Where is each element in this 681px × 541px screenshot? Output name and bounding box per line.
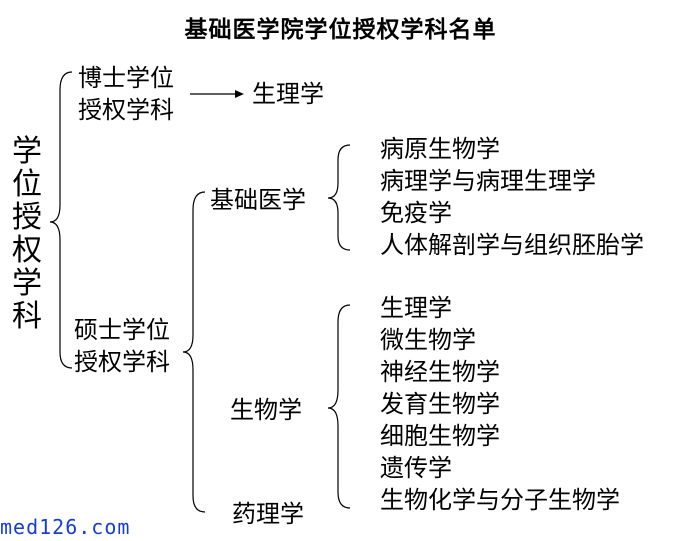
basic-medicine-subjects: 病原生物学 病理学与病理生理学 免疫学 人体解剖学与组织胚胎学 xyxy=(380,133,644,261)
list-item: 微生物学 xyxy=(380,326,476,354)
watermark: med126.com xyxy=(0,515,131,539)
masters-label-line2: 授权学科 xyxy=(74,348,170,376)
doctoral-label: 博士学位 授权学科 xyxy=(78,62,174,126)
list-item: 人体解剖学与组织胚胎学 xyxy=(380,231,644,259)
masters-bracket xyxy=(182,191,206,513)
list-item: 遗传学 xyxy=(380,454,452,482)
doctoral-label-line1: 博士学位 xyxy=(78,64,174,92)
biology-subjects: 生理学 微生物学 神经生物学 发育生物学 细胞生物学 遗传学 生物化学与分子生物… xyxy=(380,292,620,516)
group-biology: 生物学 xyxy=(230,396,302,424)
list-item: 发育生物学 xyxy=(380,390,500,418)
list-item: 免疫学 xyxy=(380,199,452,227)
group-pharmacology: 药理学 xyxy=(232,500,304,528)
root-bracket xyxy=(49,71,73,369)
list-item: 生理学 xyxy=(380,294,452,322)
doctoral-label-line2: 授权学科 xyxy=(78,96,174,124)
masters-label-line1: 硕士学位 xyxy=(74,316,170,344)
biology-bracket xyxy=(327,304,351,509)
doctoral-subject: 生理学 xyxy=(252,80,324,108)
list-item: 生物化学与分子生物学 xyxy=(380,486,620,514)
masters-label: 硕士学位 授权学科 xyxy=(74,314,170,378)
doctoral-arrow-head xyxy=(235,90,244,98)
group-basic-medicine: 基础医学 xyxy=(210,186,306,214)
list-item: 病原生物学 xyxy=(380,135,500,163)
basic-medicine-bracket xyxy=(327,144,351,251)
page-title: 基础医学院学位授权学科名单 xyxy=(184,17,497,43)
list-item: 病理学与病理生理学 xyxy=(380,167,596,195)
root-label: 学位授权学科 xyxy=(12,134,42,334)
list-item: 细胞生物学 xyxy=(380,422,500,450)
list-item: 神经生物学 xyxy=(380,358,500,386)
